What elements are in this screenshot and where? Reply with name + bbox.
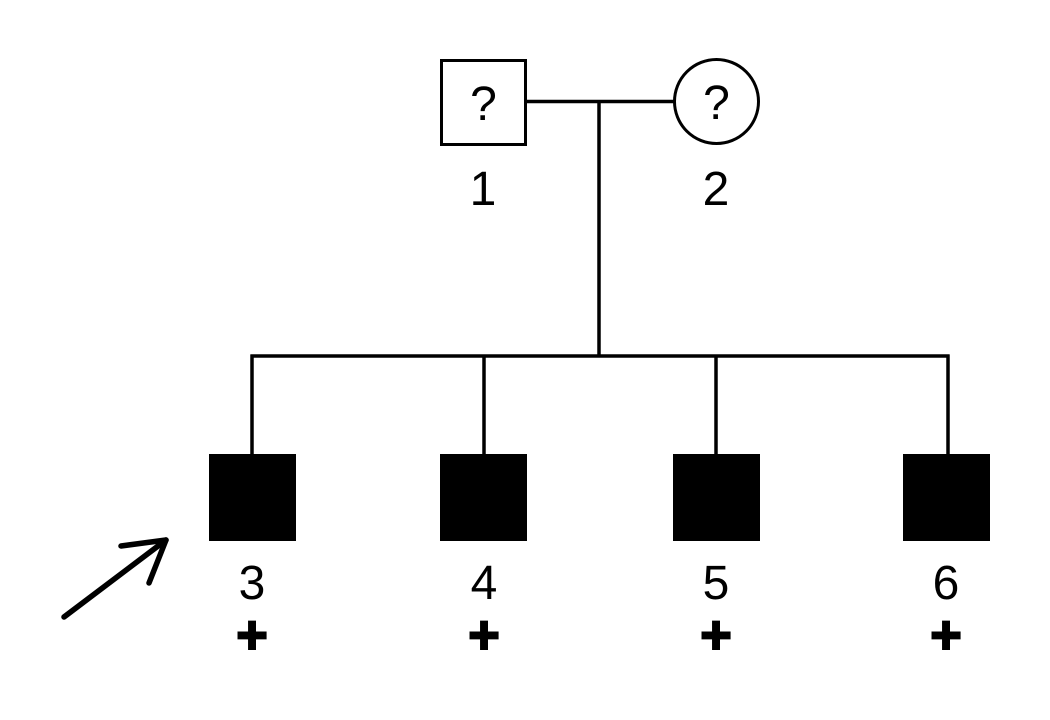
individual-6-plus-marker: + <box>929 605 963 665</box>
individual-2-unknown-status-mark: ? <box>703 76 730 130</box>
individual-2-label: 2 <box>702 163 730 216</box>
individual-5-affected-male-symbol[interactable] <box>673 454 760 541</box>
individual-2-female-symbol[interactable]: ? <box>673 58 760 145</box>
individual-1-unknown-status-mark: ? <box>470 77 497 131</box>
individual-4-plus-marker: + <box>467 605 501 665</box>
individual-1-male-symbol[interactable]: ? <box>440 59 527 146</box>
individual-1-label: 1 <box>469 163 497 216</box>
individual-3-label: 3 <box>238 557 266 610</box>
individual-6-label: 6 <box>932 557 960 610</box>
individual-6-affected-male-symbol[interactable] <box>903 454 990 541</box>
proband-arrow-icon <box>61 537 169 620</box>
individual-3-affected-male-symbol[interactable] <box>209 454 296 541</box>
individual-5-label: 5 <box>702 557 730 610</box>
individual-3-plus-marker: + <box>235 605 269 665</box>
individual-5-plus-marker: + <box>699 605 733 665</box>
individual-4-label: 4 <box>470 557 498 610</box>
individual-4-affected-male-symbol[interactable] <box>440 454 527 541</box>
